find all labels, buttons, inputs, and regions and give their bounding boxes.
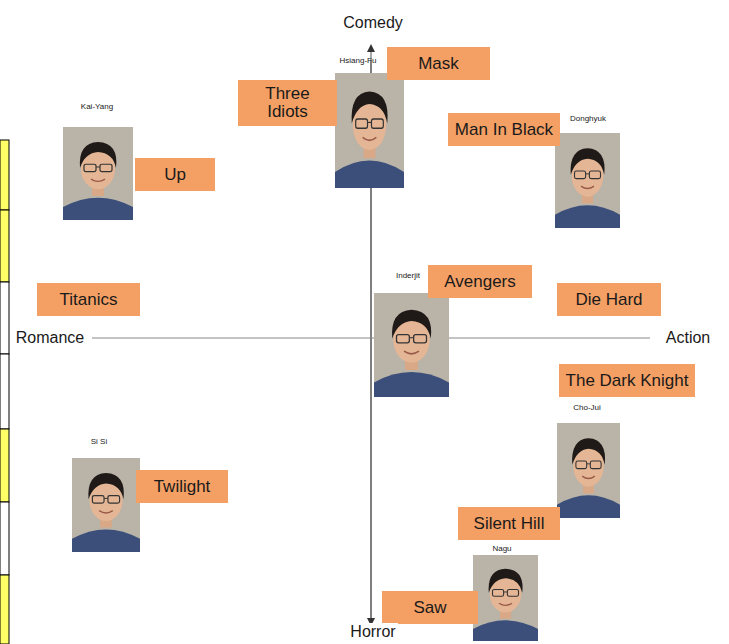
movie-box: Avengers (428, 265, 532, 298)
movie-box: Mask (387, 47, 490, 80)
movie-title: Titanics (60, 291, 118, 309)
axis-label: Comedy (341, 14, 405, 32)
person-name: Kai-Yang (81, 102, 113, 111)
movie-box: Twilight (136, 470, 228, 503)
movie-title: Twilight (154, 478, 211, 496)
axis-label: Action (664, 329, 712, 347)
movie-box: Three Idiots (238, 80, 337, 126)
movie-title: Up (164, 166, 186, 184)
movie-title: Mask (418, 55, 459, 73)
person-name: Hsiang-Fu (340, 56, 377, 65)
person-name: Donghyuk (570, 114, 606, 123)
axis-label: Horror (348, 623, 397, 641)
movie-title: Die Hard (575, 291, 642, 309)
movie-box: The Dark Knight (559, 364, 695, 397)
person-name: Si Si (91, 437, 107, 446)
axis-label: Romance (14, 329, 86, 347)
movie-title: Three Idiots (244, 85, 331, 121)
movie-box: Titanics (37, 283, 140, 316)
movie-title: Saw (413, 599, 446, 617)
movie-title: Avengers (444, 273, 516, 291)
movie-box: Die Hard (557, 283, 661, 316)
movie-box: Silent Hill (458, 507, 560, 540)
movie-box: Saw (382, 591, 478, 624)
person-name: Cho-Jui (573, 403, 601, 412)
movie-title: Silent Hill (474, 515, 545, 533)
movie-title: Man In Black (455, 121, 553, 139)
movie-title: The Dark Knight (566, 372, 689, 390)
person-name: Nagu (492, 544, 511, 553)
person-name: Inderjit (396, 271, 420, 280)
movie-box: Man In Black (448, 113, 560, 146)
movie-box: Up (135, 158, 215, 191)
